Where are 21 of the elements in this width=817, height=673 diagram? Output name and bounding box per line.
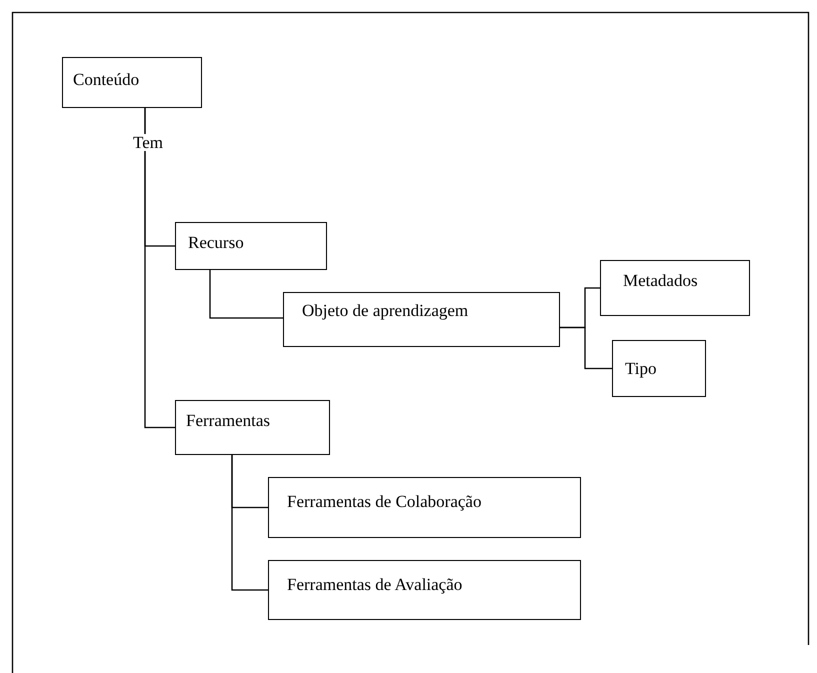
process-box (283, 292, 560, 347)
process-box (62, 57, 202, 108)
connector-line (231, 455, 268, 591)
node-label: Conteúdo (73, 70, 140, 90)
connector-line (209, 270, 283, 319)
node-label: Recurso (188, 233, 244, 253)
node-label: Ferramentas de Colaboração (287, 492, 482, 512)
process-box (268, 477, 581, 538)
node-label: Ferramentas de Avaliação (287, 575, 462, 595)
node-label: Tipo (625, 359, 657, 379)
process-box (268, 560, 581, 620)
connector-line (144, 108, 175, 428)
process-box (175, 222, 327, 270)
node-label: Metadados (623, 271, 698, 291)
edge-label: Tem (132, 134, 164, 151)
connector-line (560, 326, 612, 370)
process-box (612, 340, 706, 397)
node-label: Ferramentas (186, 411, 270, 431)
process-box (175, 400, 330, 455)
process-box (600, 260, 750, 316)
node-label: Objeto de aprendizagem (302, 301, 468, 321)
